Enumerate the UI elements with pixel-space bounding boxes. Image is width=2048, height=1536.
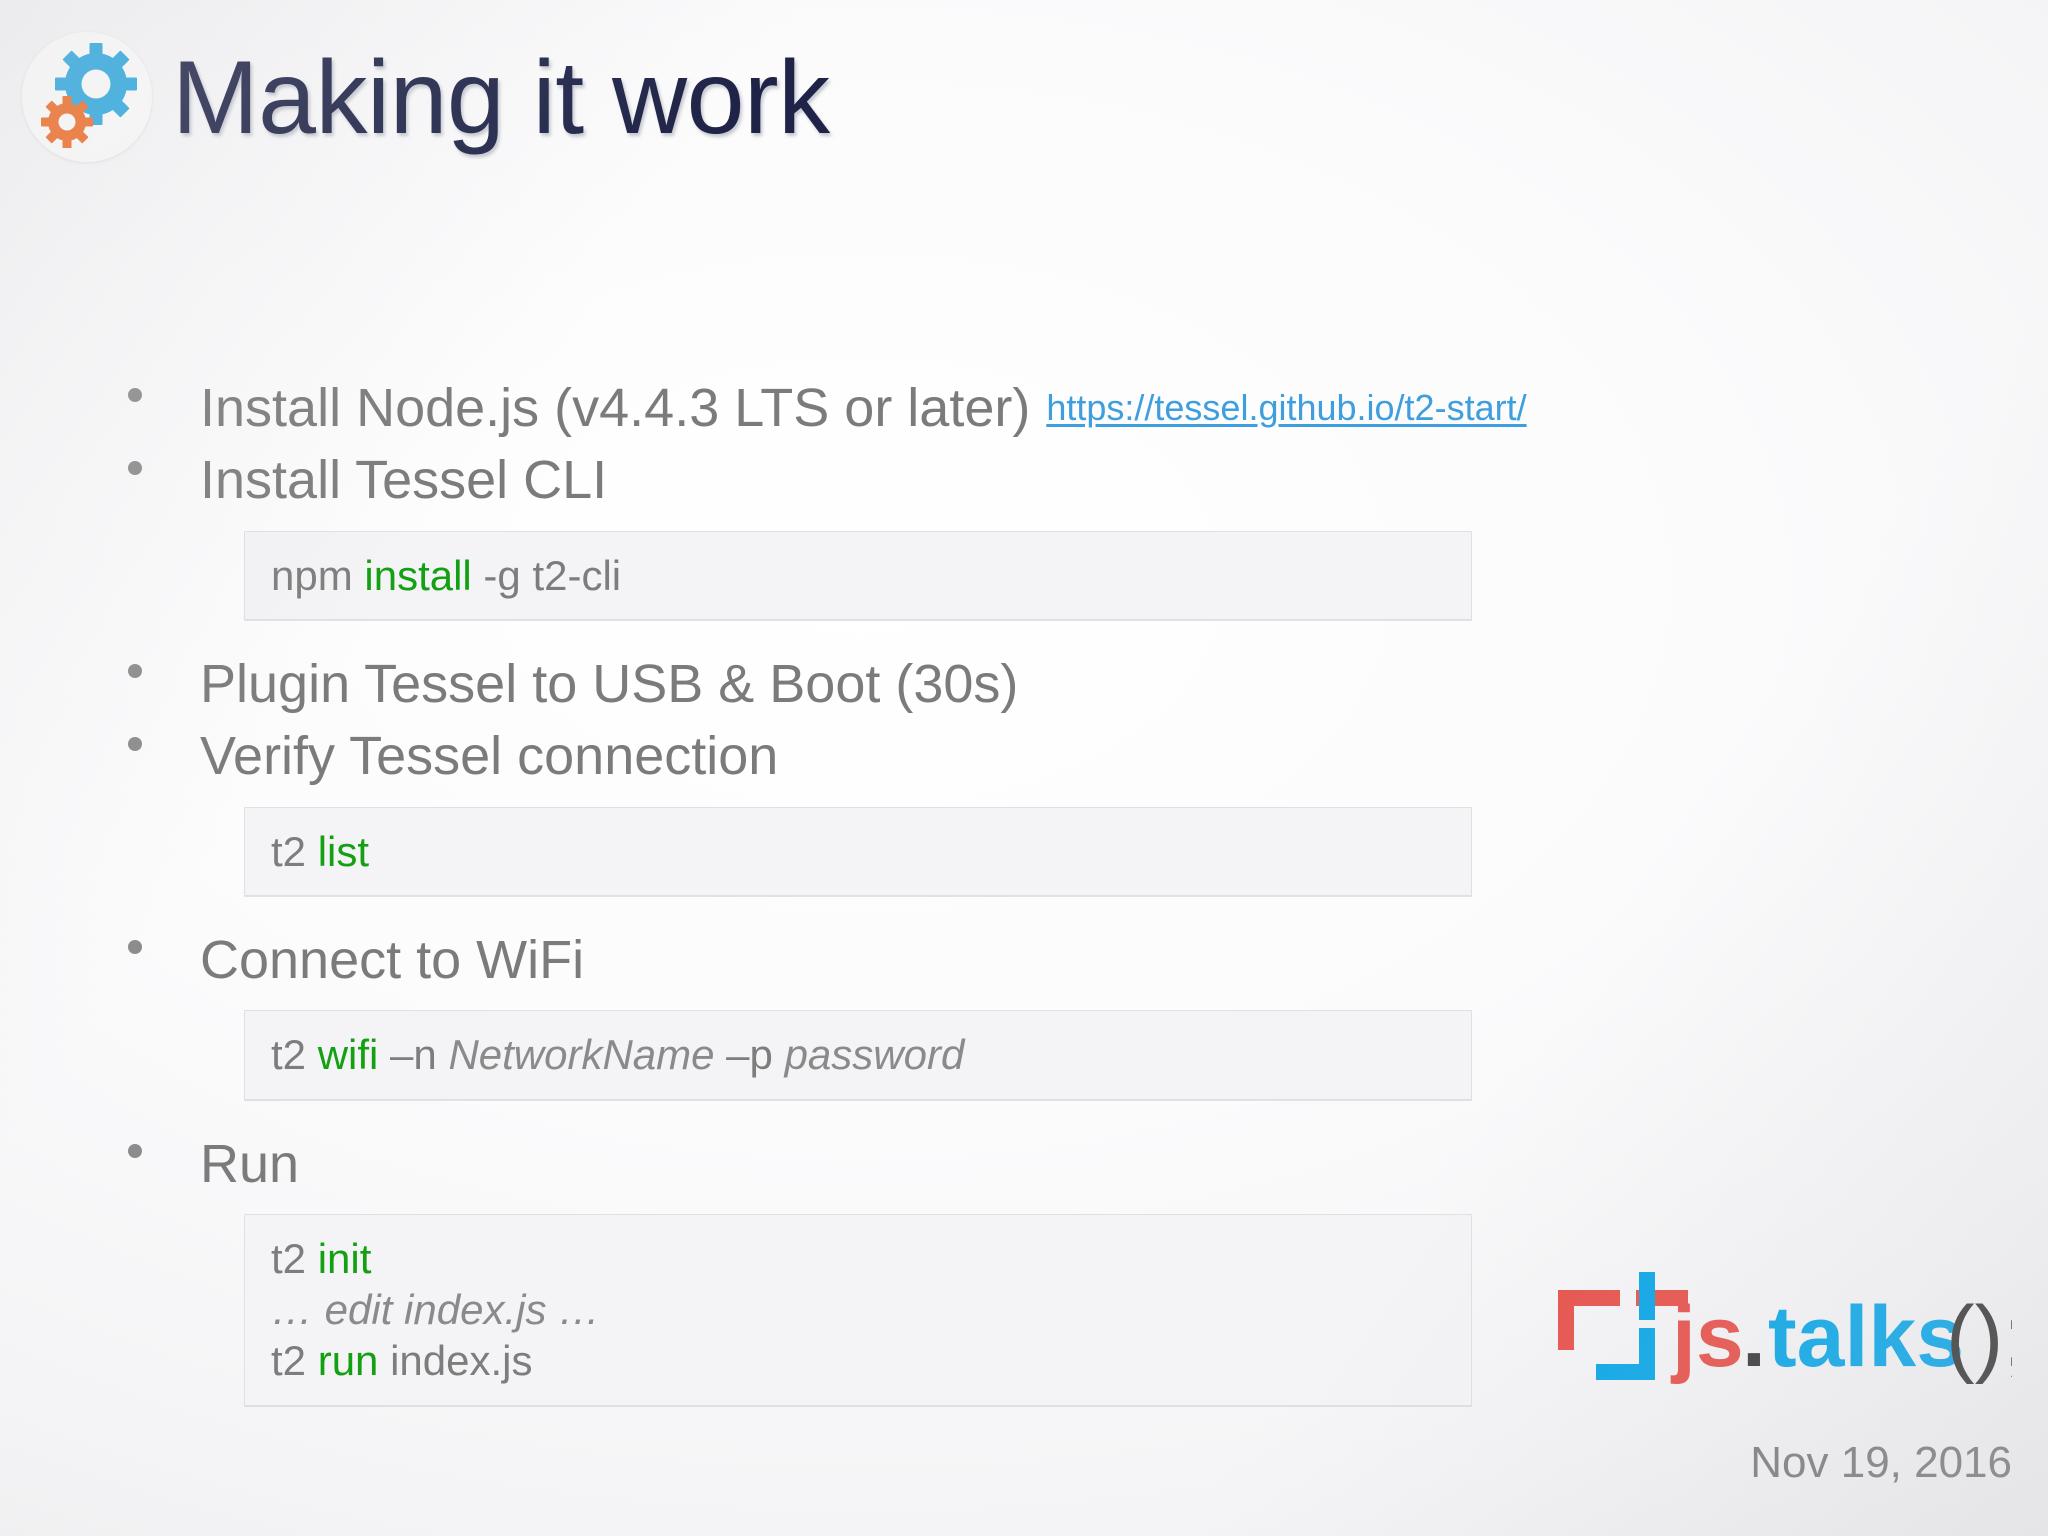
slide-date: Nov 19, 2016: [1750, 1438, 2012, 1487]
code-keyword: init: [317, 1234, 372, 1282]
code-keyword: wifi: [317, 1031, 379, 1079]
code-text: –n: [378, 1031, 449, 1079]
bullet-dot-icon: [128, 460, 142, 475]
svg-text:talks: talks: [1768, 1289, 1964, 1385]
code-text: -g t2-cli: [471, 551, 622, 599]
code-block-t2-wifi: t2 wifi –n NetworkName –p password: [244, 1010, 1472, 1100]
list-item: Install Node.js (v4.4.3 LTS or later) htt…: [0, 372, 2048, 444]
bullet-text: Plugin Tessel to USB & Boot (30s): [200, 653, 1019, 714]
code-keyword: list: [317, 827, 370, 875]
bullet-dot-icon: [128, 736, 142, 751]
code-text: t2: [271, 827, 318, 875]
bullet-text: Install Tessel CLI: [200, 450, 608, 511]
code-line: t2 wifi –n NetworkName –p password: [271, 1029, 1447, 1080]
slide-body: Install Node.js (v4.4.3 LTS or later) htt…: [0, 372, 2048, 1424]
svg-text:js: js: [1670, 1289, 1744, 1385]
code-line: … edit index.js …: [271, 1284, 1447, 1335]
code-block-t2-list: t2 list: [244, 806, 1472, 896]
code-placeholder: password: [784, 1031, 965, 1079]
code-keyword: install: [364, 551, 472, 599]
code-text: index.js: [378, 1337, 533, 1385]
list-item: Run: [0, 1128, 2048, 1200]
bullet-dot-icon: [128, 940, 142, 955]
code-line: t2 init: [271, 1233, 1447, 1284]
code-placeholder: NetworkName: [448, 1031, 715, 1079]
svg-text:.: .: [1742, 1289, 1766, 1385]
tessel-start-link[interactable]: https://tessel.github.io/t2-start/: [1046, 387, 1527, 428]
code-text: t2: [271, 1337, 318, 1385]
bracket-crosshair-icon: [1558, 1272, 1688, 1380]
svg-text:();: ();: [1946, 1289, 2012, 1385]
bullet-dot-icon: [128, 1143, 142, 1158]
list-item: Install Tessel CLI: [0, 444, 2048, 516]
bullet-text: Install Node.js (v4.4.3 LTS or later): [200, 378, 1031, 438]
bullet-text: Verify Tessel connection: [200, 726, 779, 787]
code-text: npm: [271, 551, 365, 599]
page-title: Making it work: [172, 40, 830, 156]
code-text: –p: [714, 1031, 785, 1079]
code-text: t2: [271, 1234, 318, 1282]
code-line: npm install -g t2-cli: [271, 550, 1447, 601]
list-item: Verify Tessel connection: [0, 720, 2048, 792]
code-block-t2-run: t2 init … edit index.js … t2 run index.j…: [244, 1213, 1472, 1406]
list-item: Connect to WiFi: [0, 924, 2048, 996]
bullet-text: Run: [200, 1133, 300, 1194]
code-text: t2: [271, 1031, 318, 1079]
code-placeholder: … edit index.js …: [271, 1286, 601, 1334]
slide-header: Making it work: [20, 18, 2048, 178]
jstalks-logo: js . talks ();: [1546, 1270, 2012, 1402]
code-block-npm-install: npm install -g t2-cli: [244, 530, 1472, 620]
bullet-text: Connect to WiFi: [200, 929, 585, 990]
code-line: t2 run index.js: [271, 1335, 1447, 1386]
list-item: Plugin Tessel to USB & Boot (30s): [0, 648, 2048, 720]
code-line: t2 list: [271, 826, 1447, 877]
bullet-dot-icon: [128, 388, 142, 403]
gears-icon: [22, 32, 152, 162]
code-keyword: run: [317, 1337, 379, 1385]
bullet-dot-icon: [128, 664, 142, 679]
